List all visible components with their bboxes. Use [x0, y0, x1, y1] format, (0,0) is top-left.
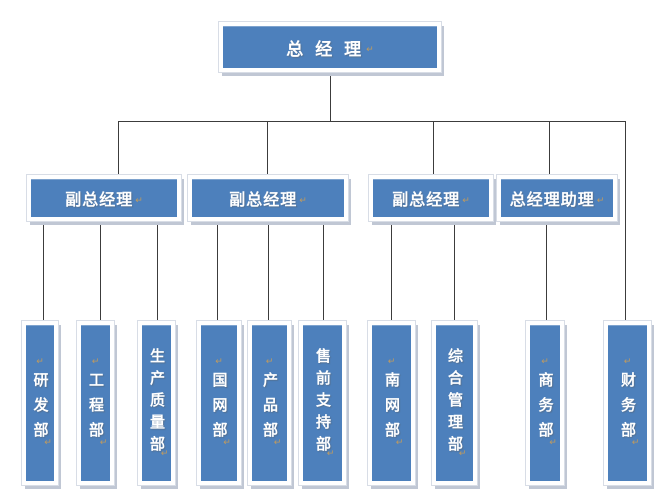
node-fill: ↵ 商务部 ↵ [530, 325, 560, 481]
connector-vp1-rd [43, 222, 44, 320]
org-node-general-manager[interactable]: 总 经 理 ↵ [218, 21, 442, 73]
connector-drop-assistant [549, 121, 550, 175]
connector-drop-vp3 [433, 121, 434, 175]
paragraph-mark-icon: ↵ [541, 357, 549, 367]
node-fill: ↵ 财务部 ↵ [608, 325, 647, 481]
node-label: 副总经理 [392, 190, 461, 209]
node-label: 总 经 理 [286, 39, 365, 60]
paragraph-mark-icon: ↵ [160, 448, 169, 459]
org-node-vp-2[interactable]: 副总经理 ↵ [187, 174, 349, 222]
node-fill: 总经理助理 ↵ [501, 179, 613, 217]
paragraph-mark-icon: ↵ [631, 438, 640, 448]
dept-label: 国网部 [210, 372, 229, 447]
dept-rd[interactable]: ↵ 研发部 ↵ [21, 320, 59, 486]
node-fill: 生产质量部 ↵ [142, 325, 171, 481]
dept-finance[interactable]: ↵ 财务部 ↵ [603, 320, 652, 486]
paragraph-mark-icon: ↵ [44, 438, 52, 448]
node-fill: 副总经理 ↵ [373, 179, 489, 217]
org-node-vp-3[interactable]: 副总经理 ↵ [368, 174, 494, 222]
connector-vp1-engineering [100, 222, 101, 320]
paragraph-mark-icon: ↵ [299, 195, 307, 206]
paragraph-mark-icon: ↵ [326, 448, 335, 459]
connector-vp2-state-grid [217, 222, 218, 320]
dept-label: 南网部 [383, 372, 401, 447]
connector-root-drop [330, 74, 331, 122]
paragraph-mark-icon: ↵ [462, 195, 470, 206]
node-fill: 副总经理 ↵ [31, 179, 177, 217]
connector-vp3-general-admin [454, 222, 455, 320]
connector-vp2-presales [323, 222, 324, 320]
dept-general-admin[interactable]: 综合管理部 ↵ [431, 320, 478, 486]
paragraph-mark-icon: ↵ [91, 357, 100, 367]
node-fill: 副总经理 ↵ [192, 179, 344, 217]
connector-vp2-product [268, 222, 269, 320]
org-node-vp-1[interactable]: 副总经理 ↵ [26, 174, 182, 222]
paragraph-mark-icon: ↵ [265, 357, 274, 367]
dept-label: 综合管理部 [446, 347, 464, 458]
node-fill: ↵ 工程部 ↵ [81, 325, 110, 481]
node-fill: ↵ 研发部 ↵ [26, 325, 54, 481]
paragraph-mark-icon: ↵ [458, 448, 467, 459]
connector-main-rail [118, 121, 626, 122]
dept-label: 生产质量部 [148, 347, 166, 458]
node-label: 副总经理 [229, 190, 298, 209]
connector-drop-finance [625, 121, 626, 321]
node-fill: 总 经 理 ↵ [223, 26, 437, 68]
connector-assistant-commerce [546, 222, 547, 320]
dept-state-grid[interactable]: ↵ 国网部 ↵ [196, 320, 242, 486]
dept-label: 售前支持部 [314, 347, 332, 458]
paragraph-mark-icon: ↵ [366, 44, 374, 55]
paragraph-mark-icon: ↵ [223, 438, 231, 448]
dept-label: 商务部 [536, 372, 555, 447]
dept-commerce[interactable]: ↵ 商务部 ↵ [525, 320, 565, 486]
paragraph-mark-icon: ↵ [549, 438, 557, 448]
node-fill: ↵ 产品部 ↵ [252, 325, 287, 481]
node-fill: ↵ 南网部 ↵ [372, 325, 411, 481]
dept-label: 产品部 [261, 372, 279, 447]
node-fill: ↵ 国网部 ↵ [201, 325, 237, 481]
connector-drop-vp2 [267, 121, 268, 175]
node-fill: 综合管理部 ↵ [436, 325, 473, 481]
paragraph-mark-icon: ↵ [387, 357, 396, 367]
dept-engineering[interactable]: ↵ 工程部 ↵ [76, 320, 115, 486]
dept-product[interactable]: ↵ 产品部 ↵ [247, 320, 292, 486]
dept-label: 工程部 [87, 372, 105, 447]
paragraph-mark-icon: ↵ [273, 438, 282, 448]
paragraph-mark-icon: ↵ [215, 357, 223, 367]
paragraph-mark-icon: ↵ [596, 195, 605, 206]
node-label: 总经理助理 [509, 190, 595, 209]
paragraph-mark-icon: ↵ [36, 357, 44, 367]
paragraph-mark-icon: ↵ [99, 438, 108, 448]
paragraph-mark-icon: ↵ [135, 195, 143, 206]
dept-production-quality[interactable]: 生产质量部 ↵ [137, 320, 176, 486]
connector-vp1-production-quality [157, 222, 158, 320]
node-fill: 售前支持部 ↵ [303, 325, 342, 481]
dept-presales-support[interactable]: 售前支持部 ↵ [298, 320, 347, 486]
paragraph-mark-icon: ↵ [395, 438, 404, 448]
connector-drop-vp1 [118, 121, 119, 175]
dept-label: 财务部 [619, 372, 637, 447]
paragraph-mark-icon: ↵ [623, 357, 632, 367]
node-label: 副总经理 [65, 190, 134, 209]
connector-vp3-southern-grid [391, 222, 392, 320]
org-node-gm-assistant[interactable]: 总经理助理 ↵ [496, 174, 618, 222]
dept-southern-grid[interactable]: ↵ 南网部 ↵ [367, 320, 416, 486]
dept-label: 研发部 [31, 372, 50, 447]
